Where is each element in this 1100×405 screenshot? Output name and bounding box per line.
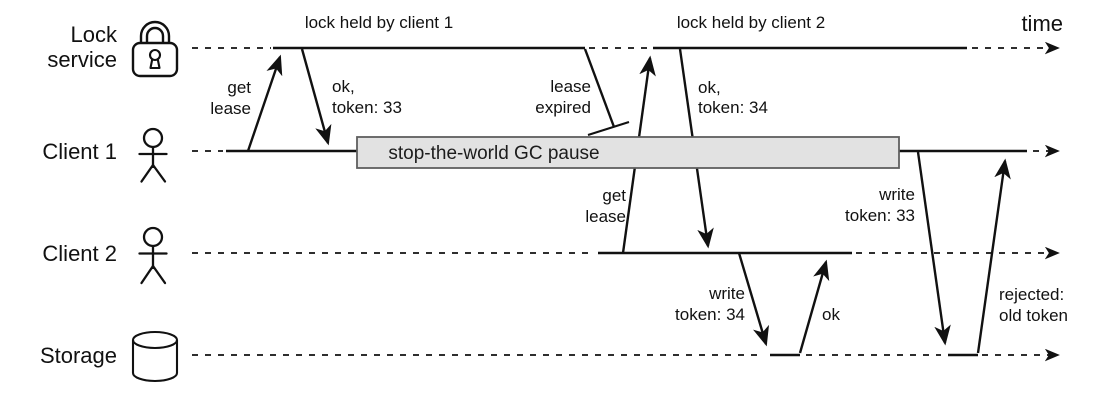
lease-expired-label-line1: lease bbox=[550, 77, 591, 96]
get-lease-1-label-line1: get bbox=[227, 78, 251, 97]
write-token-33-label-line1: write bbox=[878, 185, 915, 204]
write-token-34-label-line2: token: 34 bbox=[675, 305, 745, 324]
lock-service-label-line1: Lock bbox=[71, 22, 118, 47]
ok-reply-label: ok bbox=[822, 305, 840, 324]
client-1-label: Client 1 bbox=[42, 139, 117, 164]
ok-reply-arrow bbox=[798, 259, 830, 354]
write-token-33-label-line2: token: 33 bbox=[845, 206, 915, 225]
lease-expired-label-line2: expired bbox=[535, 98, 591, 117]
ok-token-34-label-line2: token: 34 bbox=[698, 98, 768, 117]
ok-token-34-label-line1: ok, bbox=[698, 78, 721, 97]
lock-held-1-label: lock held by client 1 bbox=[305, 13, 453, 32]
lock-service-label-line2: service bbox=[47, 47, 117, 72]
time-axis-label: time bbox=[1021, 11, 1063, 36]
padlock-icon bbox=[131, 20, 179, 78]
ok-token-33-label-line1: ok, bbox=[332, 77, 355, 96]
write-token-34-label-line1: write bbox=[708, 284, 745, 303]
ok-token-33-arrow bbox=[300, 48, 332, 146]
get-lease-2-label-line2: lease bbox=[585, 207, 626, 226]
get-lease-2-label-line1: get bbox=[602, 186, 626, 205]
actor-labels: Lock service Client 1 Client 2 Storage bbox=[40, 22, 118, 368]
person-icon bbox=[138, 226, 168, 285]
lease-expired-line bbox=[583, 48, 616, 128]
gc-pause-label: stop-the-world GC pause bbox=[388, 143, 599, 164]
database-icon bbox=[131, 330, 179, 383]
activity-segments bbox=[226, 46, 1027, 357]
timelines-dashed bbox=[192, 41, 1060, 362]
write-token-33-arrow bbox=[916, 151, 951, 346]
rejected-label-line2: old token bbox=[999, 306, 1068, 325]
client-2-label: Client 2 bbox=[42, 241, 117, 266]
write-token-34-arrow bbox=[737, 252, 770, 347]
message-arrows bbox=[246, 48, 1011, 354]
storage-label: Storage bbox=[40, 343, 117, 368]
get-lease-1-arrow bbox=[246, 54, 283, 152]
person-icon bbox=[138, 127, 168, 183]
gc-pause-box: stop-the-world GC pause bbox=[356, 136, 900, 169]
rejected-reply-arrow bbox=[976, 158, 1011, 354]
span-labels: lock held by client 1 lock held by clien… bbox=[305, 11, 1063, 36]
message-labels: get lease ok, token: 33 lease expired ge… bbox=[210, 77, 1068, 325]
lock-held-2-label: lock held by client 2 bbox=[677, 13, 825, 32]
lease-expired-cross bbox=[587, 120, 630, 137]
get-lease-1-label-line2: lease bbox=[210, 99, 251, 118]
ok-token-33-label-line2: token: 33 bbox=[332, 98, 402, 117]
rejected-label-line1: rejected: bbox=[999, 285, 1064, 304]
